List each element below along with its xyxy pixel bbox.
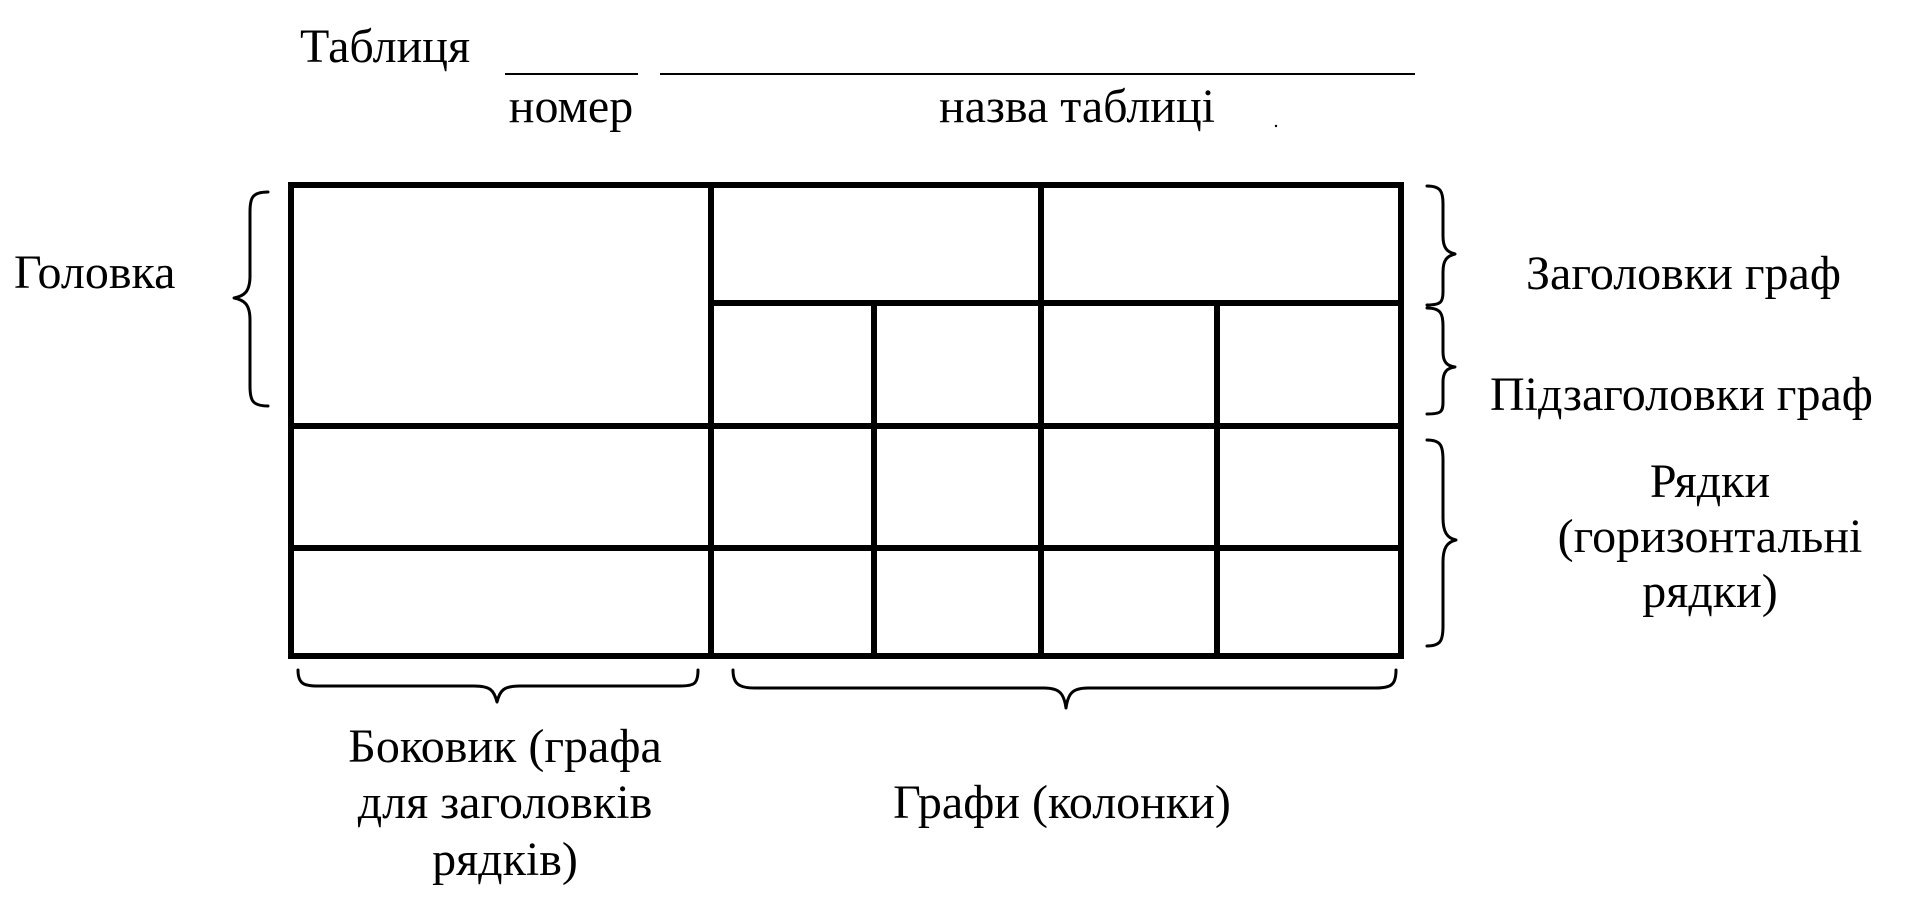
head-brace — [232, 190, 270, 408]
column-subheaders-label: Підзаголовки граф — [1490, 368, 1873, 421]
name-caption: назва таблиці — [939, 80, 1215, 133]
columns-brace — [731, 668, 1398, 710]
rows-label-line2: (горизонтальні — [1558, 510, 1863, 563]
rows-brace — [1425, 438, 1458, 648]
rows-label-line1: Рядки — [1650, 455, 1770, 508]
head-label: Головка — [14, 246, 175, 299]
column-subheaders-brace — [1425, 306, 1457, 416]
rows-label-line3: рядки) — [1642, 565, 1778, 618]
stub-label-line1: Боковик (графа — [348, 720, 662, 773]
table-frame — [288, 182, 1404, 659]
stub-label-line3: рядків) — [432, 833, 578, 886]
stub-brace — [296, 668, 700, 704]
stub-label-line2: для заголовків — [358, 776, 653, 829]
table-grid — [288, 182, 1404, 659]
number-caption: номер — [509, 80, 633, 133]
column-headers-brace — [1425, 184, 1457, 307]
columns-label: Графи (колонки) — [893, 776, 1231, 829]
title-prefix: Таблиця — [300, 20, 470, 73]
column-headers-label: Заголовки граф — [1526, 247, 1841, 300]
stray-dot — [1274, 124, 1278, 128]
